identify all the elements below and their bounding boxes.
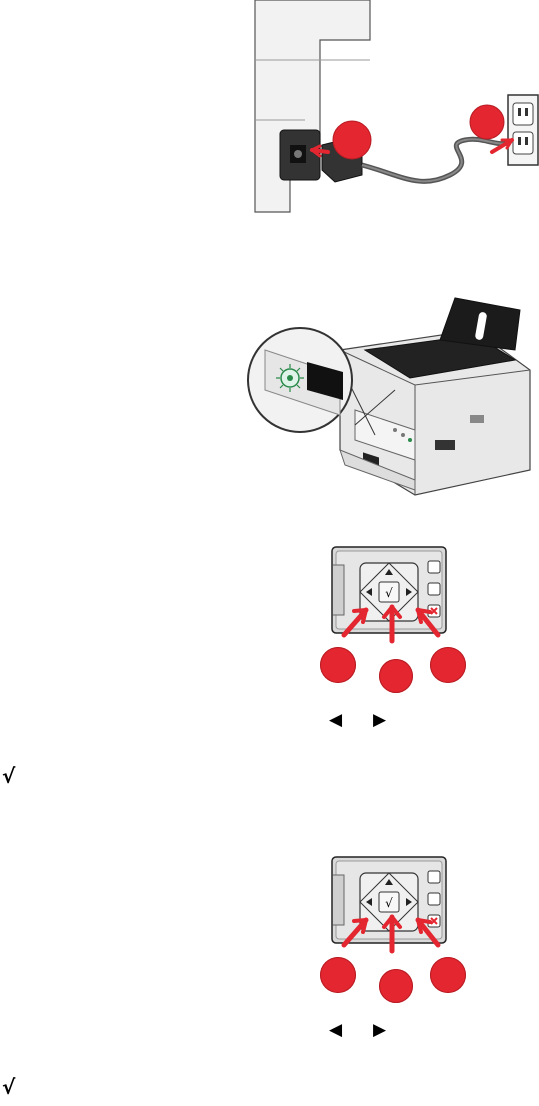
arrow-left-icon: ◀: [329, 710, 342, 730]
control-panel-figure-1: √: [330, 545, 448, 645]
printer-power-button-illustration: [245, 290, 535, 505]
callout-badge: [379, 969, 413, 1003]
control-panel-illustration: √: [330, 545, 448, 645]
power-cord-figure: [250, 0, 539, 215]
svg-text:√: √: [385, 586, 393, 600]
callout-badge: [320, 957, 356, 993]
arrow-left-icon: ◀: [329, 1020, 342, 1040]
printer-figure: [245, 290, 535, 505]
callout-badge: [379, 659, 413, 693]
checkmark-icon: √: [2, 1075, 15, 1099]
control-panel-illustration: √: [330, 855, 448, 955]
arrow-right-icon: ▶: [373, 710, 386, 730]
callout-badge: [320, 647, 356, 683]
callout-badge: [430, 647, 466, 683]
svg-text:√: √: [385, 896, 393, 910]
callout-badge: [430, 957, 466, 993]
checkmark-icon: √: [2, 764, 15, 788]
control-panel-figure-2: √: [330, 855, 448, 955]
power-cord-illustration: [250, 0, 539, 215]
arrow-right-icon: ▶: [373, 1020, 386, 1040]
